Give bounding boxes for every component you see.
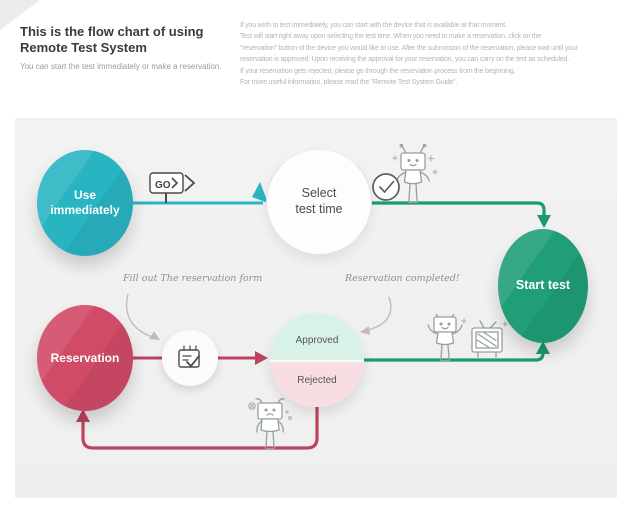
flow-arrow-red-up <box>76 409 90 422</box>
node-label: Select test time <box>295 186 343 216</box>
flowchart-panel: GO <box>15 118 617 498</box>
description-line: Test will start right away upon selectin… <box>240 33 541 41</box>
page-title: This is the flow chart of using Remote T… <box>20 24 204 55</box>
curved-arrow-completed <box>367 296 392 331</box>
calendar-check-icon <box>178 345 200 368</box>
node-label: Reservation <box>50 350 120 365</box>
node-select-test-time: Select test time <box>266 149 372 255</box>
intro-description: If you wish to test immediately, you can… <box>240 20 628 88</box>
node-reservation: Reservation <box>37 305 133 411</box>
node-label: Use immediately <box>50 188 120 217</box>
curved-arrow-fill-out-head <box>149 331 160 340</box>
flow-arrow-green-down <box>537 215 551 228</box>
description-line: If you wish to test immediately, you can… <box>240 22 507 29</box>
reservation-form-circle <box>162 330 218 386</box>
robot-sad-icon <box>248 398 292 450</box>
description-line: reservation is approved. Upon receiving … <box>240 56 569 64</box>
go-sign-icon: GO <box>149 172 196 203</box>
flow-connectors <box>76 182 551 450</box>
flow-line-red-loop <box>81 407 319 450</box>
go-sign-label: GO <box>155 180 171 191</box>
description-line: If your reservation gets rejected, pleas… <box>240 67 516 75</box>
annotation-fill-out: Fill out The reservation form <box>123 273 263 284</box>
annotation-completed: Reservation completed! <box>345 273 460 284</box>
flow-arrow-teal <box>252 182 268 203</box>
description-line: "reservation" button of the device you w… <box>240 44 578 52</box>
description-line: For more useful information, please read… <box>240 79 458 87</box>
node-label: Start test <box>515 278 571 293</box>
flow-arrow-red-right <box>255 351 268 365</box>
clock-check-robot-icon <box>372 144 438 204</box>
node-use-immediately: Use immediately <box>37 150 133 256</box>
curved-arrow-fill-out <box>125 293 153 338</box>
flow-arrow-green-up <box>536 341 550 354</box>
rejected-half: Rejected <box>270 360 364 407</box>
node-approved-rejected: Approved Rejected <box>270 313 364 407</box>
page-subtitle: You can start the test immediately or ma… <box>20 62 222 71</box>
node-start-test: Start test <box>498 229 588 343</box>
flow-line-green-top <box>367 201 546 219</box>
robot-tv-icon <box>427 314 508 362</box>
approved-half: Approved <box>270 313 364 360</box>
